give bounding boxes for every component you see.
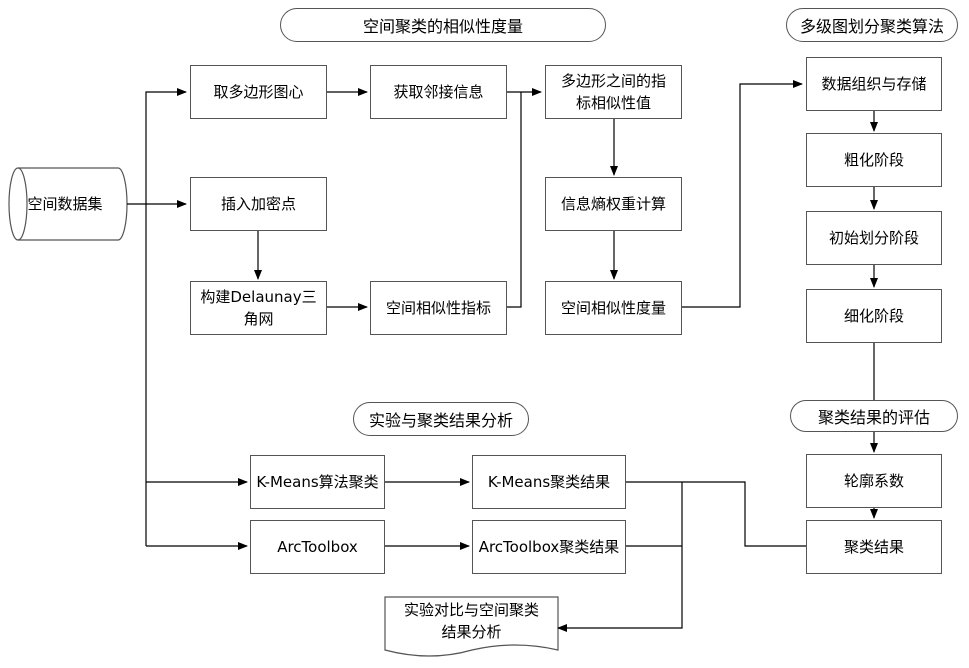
- node-arctoolbox-result: ArcToolbox聚类结果: [472, 520, 626, 574]
- node-kmeans-result: K-Means聚类结果: [472, 455, 626, 509]
- node-coarsen-label: 粗化阶段: [844, 149, 904, 171]
- node-spatial-index: 空间相似性指标: [370, 281, 507, 335]
- node-kmeans: K-Means算法聚类: [250, 455, 385, 509]
- section-title-experiment: 实验与聚类结果分析: [353, 402, 529, 436]
- node-refine: 细化阶段: [806, 289, 942, 343]
- node-entropy-weight: 信息熵权重计算: [545, 177, 682, 231]
- node-kmeans-result-label: K-Means聚类结果: [488, 471, 610, 493]
- node-delaunay: 构建Delaunay三角网: [190, 281, 327, 335]
- node-adjacency: 获取邻接信息: [370, 65, 507, 119]
- dataset-node: 空间数据集: [10, 168, 120, 240]
- node-initial-partition: 初始划分阶段: [806, 211, 942, 265]
- node-spatial-measure: 空间相似性度量: [545, 281, 682, 335]
- node-cluster-result-label: 聚类结果: [844, 536, 904, 558]
- section-title-evaluation-label: 聚类结果的评估: [818, 404, 930, 428]
- section-title-similarity: 空间聚类的相似性度量: [280, 8, 606, 42]
- section-title-experiment-label: 实验与聚类结果分析: [369, 407, 513, 431]
- node-comparison-label: 实验对比与空间聚类结果分析: [397, 599, 546, 643]
- arrow-dataset-to-centroid: [146, 92, 186, 546]
- section-title-similarity-label: 空间聚类的相似性度量: [363, 13, 523, 37]
- section-title-multilevel: 多级图划分聚类算法: [786, 8, 958, 42]
- section-title-multilevel-label: 多级图划分聚类算法: [800, 13, 944, 37]
- node-coarsen: 粗化阶段: [806, 133, 942, 187]
- node-initial-partition-label: 初始划分阶段: [829, 227, 919, 249]
- node-silhouette-label: 轮廓系数: [844, 470, 904, 492]
- node-data-org-label: 数据组织与存储: [821, 73, 926, 95]
- node-data-org: 数据组织与存储: [806, 57, 942, 111]
- line-result-to-experiment: [682, 482, 806, 546]
- node-centroid-label: 取多边形图心: [213, 81, 303, 103]
- node-densify: 插入加密点: [190, 177, 327, 231]
- node-kmeans-label: K-Means算法聚类: [256, 471, 378, 493]
- node-refine-label: 细化阶段: [844, 305, 904, 327]
- node-silhouette: 轮廓系数: [806, 454, 942, 508]
- node-polygon-similarity: 多边形之间的指标相似性值: [545, 65, 682, 119]
- node-spatial-measure-label: 空间相似性度量: [561, 297, 666, 319]
- node-delaunay-label: 构建Delaunay三角网: [199, 286, 318, 330]
- node-polygon-similarity-label: 多边形之间的指标相似性值: [556, 70, 671, 114]
- node-comparison: 实验对比与空间聚类结果分析: [385, 597, 558, 645]
- node-densify-label: 插入加密点: [221, 193, 296, 215]
- node-cluster-result: 聚类结果: [806, 520, 942, 574]
- node-spatial-index-label: 空间相似性指标: [386, 297, 491, 319]
- section-title-evaluation: 聚类结果的评估: [790, 400, 958, 432]
- node-arctoolbox: ArcToolbox: [250, 520, 385, 574]
- node-entropy-weight-label: 信息熵权重计算: [561, 193, 666, 215]
- node-arctoolbox-result-label: ArcToolbox聚类结果: [479, 536, 620, 558]
- node-arctoolbox-label: ArcToolbox: [277, 536, 358, 558]
- node-adjacency-label: 获取邻接信息: [393, 81, 483, 103]
- arrow-measure-to-dataorg: [682, 84, 802, 307]
- dataset-label: 空间数据集: [27, 193, 102, 215]
- node-centroid: 取多边形图心: [190, 65, 327, 119]
- arrow-index-to-polygon: [507, 92, 521, 307]
